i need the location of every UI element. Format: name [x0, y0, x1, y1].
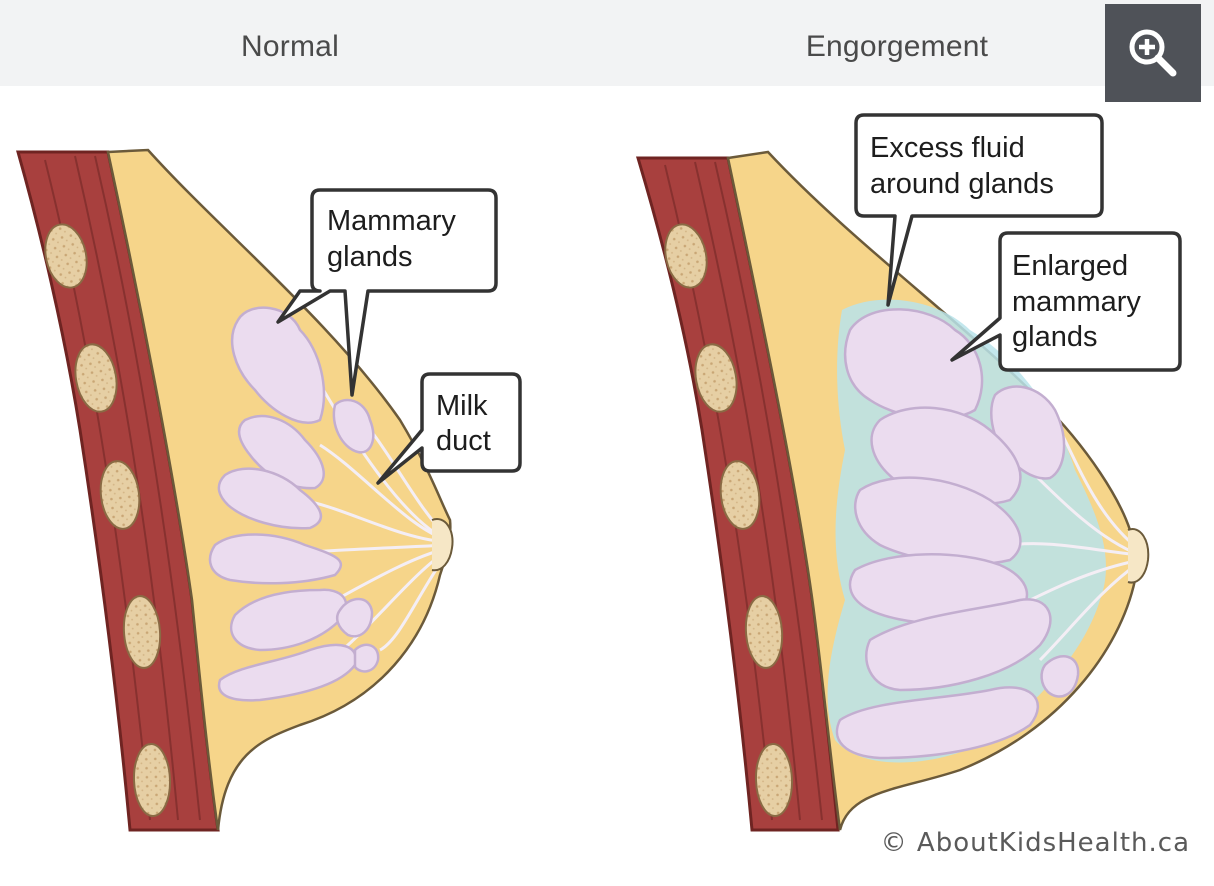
header-bar	[0, 0, 1214, 86]
zoom-button[interactable]	[1105, 4, 1201, 102]
callout-enlarged-glands: Enlarged mammary glands	[950, 231, 1182, 372]
callout-milk-duct: Milk duct	[376, 372, 522, 485]
normal-illustration	[16, 148, 454, 832]
zoom-in-icon	[1129, 29, 1177, 77]
mammary-glands-label-line2: glands	[327, 241, 412, 273]
enlarged-glands-label-line3: glands	[1012, 321, 1097, 353]
engorgement-illustration	[635, 150, 1150, 832]
excess-fluid-label-line2: around glands	[870, 168, 1054, 200]
enlarged-glands-label-line2: mammary	[1012, 286, 1141, 318]
excess-fluid-label-line1: Excess fluid	[870, 132, 1025, 164]
mammary-glands-label-line1: Mammary	[327, 205, 456, 237]
engorgement-title: Engorgement	[805, 30, 989, 63]
normal-title: Normal	[241, 30, 339, 63]
enlarged-glands-label-line1: Enlarged	[1012, 250, 1128, 282]
milk-duct-label-line1: Milk	[436, 390, 488, 422]
callout-excess-fluid: Excess fluid around glands	[854, 113, 1104, 307]
milk-duct-label-line2: duct	[436, 425, 491, 457]
callout-mammary-glands: Mammary glands	[276, 188, 498, 397]
copyright-credit: © AboutKidsHealth.ca	[880, 828, 1190, 858]
